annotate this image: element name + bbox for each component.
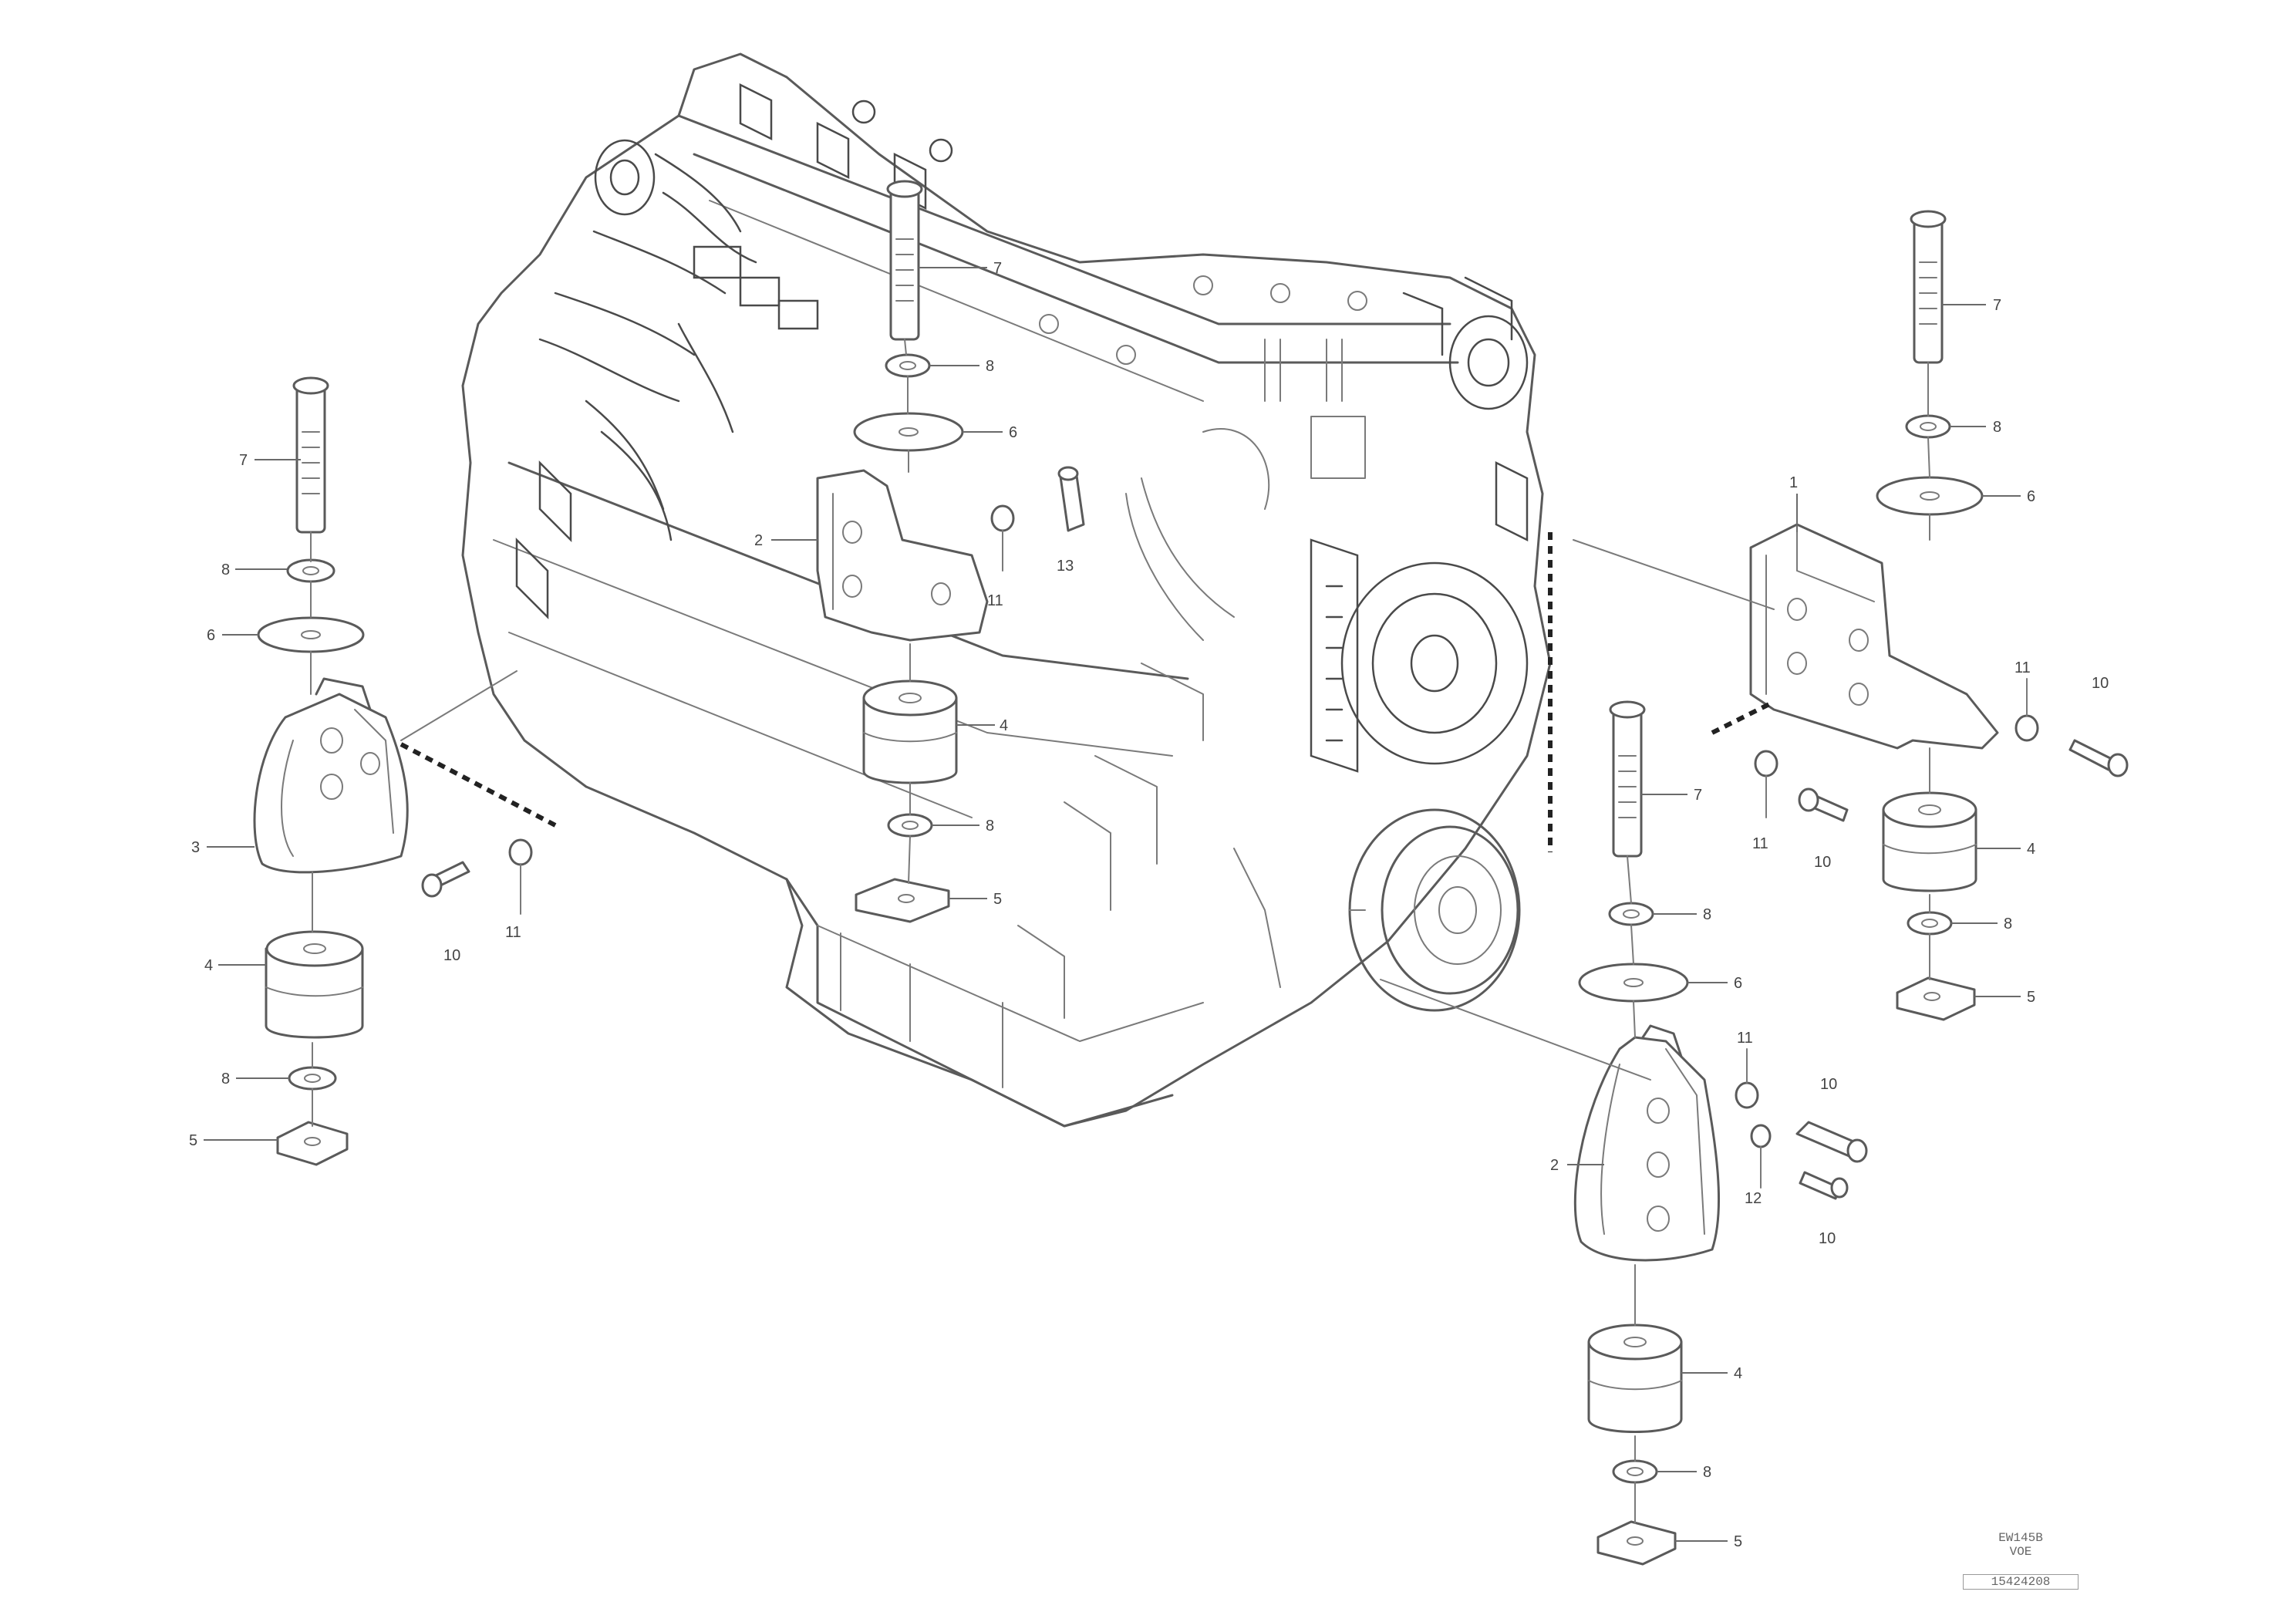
right-top-washer-upper bbox=[1905, 414, 1951, 439]
center-washer-large bbox=[853, 412, 964, 452]
callout-screw-right-top-b: 10 bbox=[1814, 854, 1831, 871]
callout-screw-center: 13 bbox=[1057, 558, 1074, 575]
right-top-washer-large bbox=[1876, 476, 1984, 516]
callout-rubber-right-bottom: 4 bbox=[1734, 1365, 1742, 1382]
right-bottom-mount-bracket bbox=[1573, 1024, 1721, 1262]
callout-washer-right-bottom-side: 12 bbox=[1745, 1190, 1762, 1207]
callout-washer-right-top-lower: 8 bbox=[2004, 916, 2012, 932]
left-mount-stack bbox=[253, 376, 557, 1166]
callout-rubber-left: 4 bbox=[204, 957, 213, 974]
left-base-plate bbox=[276, 1121, 349, 1166]
callout-screw-right-bottom-b: 10 bbox=[1819, 1230, 1836, 1247]
callout-numbers: 7 8 6 3 4 8 5 10 11 7 8 6 2 4 8 5 11 13 … bbox=[189, 260, 2109, 1550]
callout-nut-right-top: 11 bbox=[2014, 659, 2031, 676]
callout-washer-large-right-top: 6 bbox=[2027, 488, 2035, 505]
right-bottom-mount-stack bbox=[1380, 700, 1868, 1566]
callout-plate-center: 5 bbox=[993, 891, 1002, 908]
callout-washer-right-bottom-upper: 8 bbox=[1703, 906, 1711, 923]
left-washer-lower bbox=[288, 1066, 337, 1091]
reference-model: EW145B bbox=[1998, 1531, 2043, 1545]
left-side-screw bbox=[421, 861, 470, 898]
right-bottom-washer-upper bbox=[1608, 902, 1654, 926]
callout-bracket-left: 3 bbox=[191, 839, 200, 856]
left-mount-bracket bbox=[253, 677, 409, 874]
callout-washer-large-center: 6 bbox=[1009, 424, 1017, 441]
callout-bolt-center: 7 bbox=[993, 260, 1002, 277]
center-washer-upper bbox=[885, 353, 931, 378]
right-bottom-washer-lower bbox=[1612, 1459, 1658, 1484]
callout-bolt-right-top: 7 bbox=[1993, 297, 2001, 314]
callout-washer-right-bottom-lower: 8 bbox=[1703, 1464, 1711, 1481]
right-top-nut-a bbox=[2014, 678, 2039, 742]
callout-plate-right-top: 5 bbox=[2027, 989, 2035, 1006]
right-bottom-washer-side bbox=[1750, 1124, 1772, 1189]
right-bottom-rubber-mount bbox=[1587, 1324, 1683, 1433]
callout-washer-center-lower: 8 bbox=[986, 818, 994, 835]
center-base-plate bbox=[855, 878, 950, 923]
center-mount-bracket bbox=[816, 469, 989, 642]
right-top-screw-a bbox=[2068, 739, 2129, 777]
right-top-bolt bbox=[1910, 210, 1947, 364]
callout-bolt-left: 7 bbox=[239, 452, 248, 469]
right-top-base-plate bbox=[1896, 976, 1976, 1021]
right-top-rubber-mount bbox=[1882, 791, 1977, 892]
callout-bracket-right-top: 1 bbox=[1789, 474, 1798, 491]
left-washer-large bbox=[257, 616, 365, 653]
center-washer-lower bbox=[887, 813, 933, 838]
callout-washer-large-left: 6 bbox=[207, 627, 215, 644]
callout-nut-center: 11 bbox=[987, 592, 1003, 609]
left-side-nut bbox=[508, 838, 533, 915]
right-top-mount-stack bbox=[1548, 210, 2129, 1021]
reference-code: VOE bbox=[2009, 1545, 2032, 1559]
callout-nut-left: 11 bbox=[505, 924, 521, 941]
callout-plate-right-bottom: 5 bbox=[1734, 1533, 1742, 1550]
callout-nut-right-bottom: 11 bbox=[1737, 1030, 1753, 1047]
callout-washer-left-upper: 8 bbox=[221, 561, 230, 578]
callout-rubber-center: 4 bbox=[1000, 717, 1008, 734]
callout-screw-right-bottom-a: 10 bbox=[1820, 1076, 1837, 1093]
right-bottom-bolt bbox=[1609, 700, 1646, 858]
callout-plate-left: 5 bbox=[189, 1132, 197, 1149]
center-bolt bbox=[886, 180, 923, 341]
right-bottom-screw-a bbox=[1795, 1121, 1868, 1163]
right-bottom-base-plate bbox=[1596, 1520, 1677, 1566]
left-washer-upper bbox=[286, 558, 335, 583]
callout-bolt-right-bottom: 7 bbox=[1694, 787, 1702, 804]
crankshaft-damper bbox=[1348, 808, 1521, 1012]
right-top-mount-bracket bbox=[1749, 523, 1999, 750]
reference-block: EW145B VOE 15424208 bbox=[1963, 1531, 2079, 1590]
callout-bracket-center: 2 bbox=[754, 532, 763, 549]
right-top-screw-b bbox=[1798, 787, 1849, 822]
right-top-washer-lower bbox=[1907, 911, 1953, 936]
callout-washer-right-top-upper: 8 bbox=[1993, 419, 2001, 436]
center-side-screw bbox=[1057, 466, 1085, 532]
callout-washer-center-upper: 8 bbox=[986, 358, 994, 375]
reference-number: 15424208 bbox=[1963, 1574, 2079, 1590]
center-mount-stack bbox=[816, 180, 1085, 923]
leader-lines bbox=[204, 267, 2021, 1542]
callout-screw-left: 10 bbox=[443, 947, 460, 964]
callout-bracket-right-bottom: 2 bbox=[1550, 1157, 1559, 1174]
center-rubber-mount bbox=[862, 679, 958, 784]
right-bottom-washer-large bbox=[1578, 963, 1689, 1003]
left-rubber-mount bbox=[265, 930, 364, 1039]
engine-block bbox=[461, 52, 1552, 1128]
left-bolt bbox=[292, 376, 329, 534]
callout-screw-right-top: 10 bbox=[2092, 675, 2109, 692]
callout-nut-right-top-b: 11 bbox=[1752, 835, 1768, 852]
right-bottom-screw-b bbox=[1799, 1171, 1849, 1200]
right-top-nut-b bbox=[1754, 750, 1778, 818]
callout-washer-left-lower: 8 bbox=[221, 1071, 230, 1088]
callout-washer-large-right-bottom: 6 bbox=[1734, 975, 1742, 992]
right-bottom-nut bbox=[1735, 1048, 1759, 1109]
callout-rubber-right-top: 4 bbox=[2027, 841, 2035, 858]
center-side-nut bbox=[990, 504, 1015, 572]
